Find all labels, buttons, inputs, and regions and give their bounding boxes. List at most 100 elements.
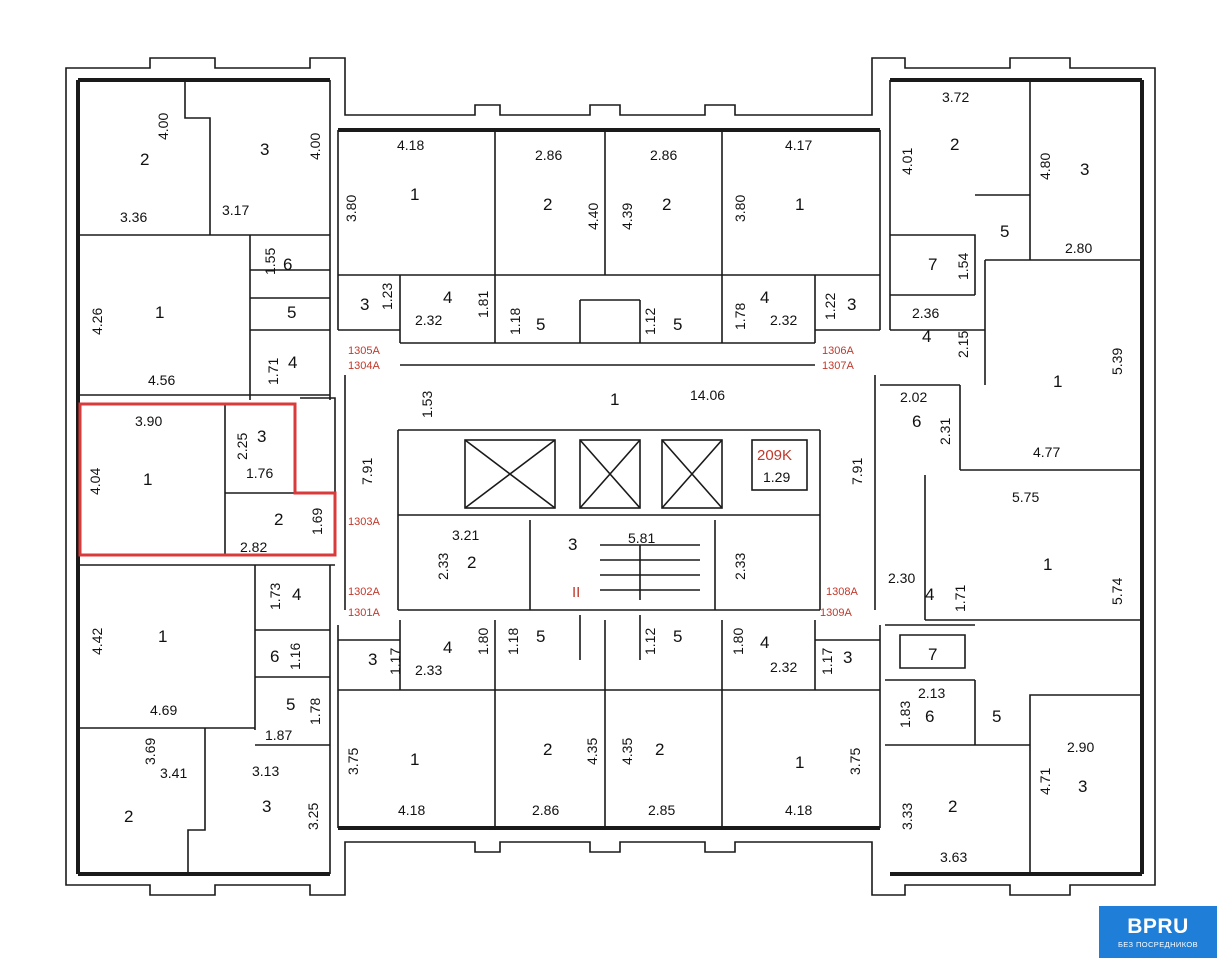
- se-room-1-width: 5.75: [1012, 489, 1039, 505]
- e-room-1: 1: [1053, 372, 1062, 391]
- ts-room-2a: 2: [543, 740, 552, 759]
- w-room-6: 6: [283, 255, 292, 274]
- sel-room-3: 3: [257, 427, 266, 446]
- core-room-3: 3: [568, 535, 577, 554]
- tn-room-2a-height: 4.40: [585, 203, 601, 230]
- ne-walls: [880, 80, 1142, 471]
- se-room-4: 4: [925, 585, 934, 604]
- se-room-6-a: 2.13: [918, 685, 945, 701]
- sw-room-1: 1: [158, 627, 167, 646]
- w-room-4-dim: 1.71: [265, 358, 281, 385]
- tech-209k: [751, 439, 808, 491]
- e-room-6-height: 2.31: [937, 418, 953, 445]
- core-room-2-width: 3.21: [452, 527, 479, 543]
- stair-II: II: [572, 584, 580, 601]
- ne-room-2-height: 4.01: [899, 148, 915, 175]
- sw-room-3-b: 3.25: [305, 803, 321, 830]
- tn-room-5b-dim: 1.12: [642, 308, 658, 335]
- sw-room-5-b: 1.87: [265, 727, 292, 743]
- sw-room-3-a: 3.13: [252, 763, 279, 779]
- se-room-3: 3: [1078, 777, 1087, 796]
- e-room-6: 6: [912, 412, 921, 431]
- ne-room-3-width: 2.80: [1065, 240, 1092, 256]
- unit-1306a: 1306A: [822, 345, 854, 357]
- sw-walls: [78, 564, 335, 874]
- sw-room-4-dim: 1.73: [267, 583, 283, 610]
- tech-209k-label: 209K: [757, 447, 792, 464]
- elevator-2: [579, 439, 641, 509]
- tech-209k-dim: 1.29: [763, 469, 790, 485]
- w-room-6-dim: 1.55: [262, 248, 278, 275]
- ts-room-1a-height: 3.75: [345, 748, 361, 775]
- corridor-width: 1.53: [419, 391, 435, 418]
- sel-room-2-a: 2.82: [240, 539, 267, 555]
- nw-room-2-width: 3.36: [120, 209, 147, 225]
- ts-room-2b: 2: [655, 740, 664, 759]
- se-room-1: 1: [1043, 555, 1052, 574]
- tn-room-4a-width: 2.32: [415, 312, 442, 328]
- se-room-6: 6: [925, 707, 934, 726]
- tn-room-5a-dim: 1.18: [507, 308, 523, 335]
- bpru-logo[interactable]: BPRU БЕЗ ПОСРЕДНИКОВ: [1099, 906, 1217, 958]
- sel-room-3-b: 1.76: [246, 465, 273, 481]
- unit-1302a: 1302A: [348, 586, 380, 598]
- ts-room-4a-height: 1.80: [475, 628, 491, 655]
- ts-room-2b-width: 2.85: [648, 802, 675, 818]
- unit-1303a: 1303A: [348, 516, 380, 528]
- e-room-4: 4: [922, 327, 931, 346]
- unit-1309a: 1309A: [820, 607, 852, 619]
- ts-room-5b-dim: 1.12: [642, 628, 658, 655]
- tn-room-2b-width: 2.86: [650, 147, 677, 163]
- ts-room-3b-dim: 1.17: [819, 648, 835, 675]
- se-room-4-width: 2.30: [888, 570, 915, 586]
- ts-room-1a-width: 4.18: [398, 802, 425, 818]
- ne-room-7: 7: [928, 255, 937, 274]
- sel-room-3-a: 2.25: [234, 433, 250, 460]
- se-room-5: 5: [992, 707, 1001, 726]
- tn-room-1b-width: 4.17: [785, 137, 812, 153]
- sel-room-1-width: 3.90: [135, 413, 162, 429]
- e-room-4-width: 2.36: [912, 305, 939, 321]
- e-room-1-width: 4.77: [1033, 444, 1060, 460]
- ts-room-4b-width: 2.32: [770, 659, 797, 675]
- tn-room-1b-height: 3.80: [732, 195, 748, 222]
- se-room-2: 2: [948, 797, 957, 816]
- ne-room-7-dim: 1.54: [955, 253, 971, 280]
- outer-wall: [65, 57, 1156, 896]
- elevator-x: [464, 439, 723, 509]
- ts-room-5a-dim: 1.18: [505, 628, 521, 655]
- outer-thick: [76, 78, 1144, 876]
- ts-room-4b-dim: 1.80: [730, 628, 746, 655]
- tn-room-4a: 4: [443, 288, 452, 307]
- ne-room-5: 5: [1000, 222, 1009, 241]
- tn-room-1a: 1: [410, 185, 419, 204]
- se-room-6-b: 1.83: [897, 701, 913, 728]
- core-room-3-width: 5.81: [628, 530, 655, 546]
- ts-room-2a-width: 2.86: [532, 802, 559, 818]
- sw-room-2-b: 3.41: [160, 765, 187, 781]
- ts-room-4a-width: 2.33: [415, 662, 442, 678]
- sel-room-2-b: 1.69: [309, 508, 325, 535]
- w-room-1-height: 4.26: [89, 308, 105, 335]
- ts-walls: [337, 615, 881, 828]
- ts-room-5a: 5: [536, 627, 545, 646]
- sw-room-6-dim: 1.16: [287, 643, 303, 670]
- tn-room-5a: 5: [536, 315, 545, 334]
- w-room-4: 4: [288, 353, 297, 372]
- corridor-walls: [344, 342, 876, 611]
- se-walls: [885, 475, 1142, 874]
- sw-room-2-a: 3.69: [142, 738, 158, 765]
- corridor-1: 1: [610, 390, 619, 409]
- ne-room-2: 2: [950, 135, 959, 154]
- sw-room-6: 6: [270, 647, 279, 666]
- ne-room-3: 3: [1080, 160, 1089, 179]
- ts-room-1b-width: 4.18: [785, 802, 812, 818]
- core-room-2: 2: [467, 553, 476, 572]
- se-room-2-width: 3.63: [940, 849, 967, 865]
- nw-room-2-height: 4.00: [155, 113, 171, 140]
- nw-room-3-height: 4.00: [307, 133, 323, 160]
- unit-1301a: 1301A: [348, 607, 380, 619]
- ts-room-3a: 3: [368, 650, 377, 669]
- sw-room-1-width: 4.69: [150, 702, 177, 718]
- se-room-3-height: 4.71: [1037, 768, 1053, 795]
